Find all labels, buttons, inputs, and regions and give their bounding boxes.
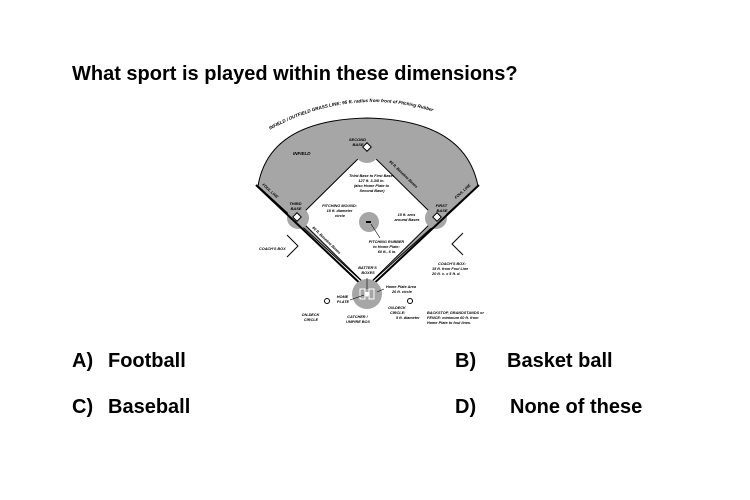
label-third-base: THIRD BASE [289,201,302,211]
on-deck-circle-left [324,298,330,304]
leader-home-area [376,288,385,293]
option-b[interactable]: B) Basket ball [455,350,613,373]
first-base-bag [432,212,442,222]
leader-rubber [370,223,381,239]
label-home-plate-area: Home Plate Area 26 ft. circle [386,285,417,294]
label-batters-boxes: BATTER'S BOXES [358,266,378,275]
option-c[interactable]: C) Baseball [72,396,190,419]
third-base-bag [292,212,302,222]
label-pitching-rubber: PITCHING RUBBER to Home Plate: 60 ft., 6… [369,240,406,254]
option-b-letter: B) [455,350,477,372]
option-d-letter: D) [455,396,477,418]
label-base-arcs: 15 ft. arcs around Bases [394,213,419,222]
label-coaches-box-left: COACH'S BOX [259,247,286,251]
label-on-deck-right: ON-DECK CIRCLE: 5 ft. diameter [388,306,420,320]
label-on-deck-left: ON-DECK CIRCLE [302,313,321,322]
option-c-text: Baseball [108,396,191,418]
label-third-to-first: Third Base to First Base: 127 ft. 3-3/8 … [349,174,395,193]
label-home-plate: HOME PLATE [337,295,350,304]
home-plate [365,292,369,297]
pitching-rubber [366,221,371,223]
label-coaches-box-right: COACH'S BOX: 15 ft. from Foul Line 20 ft… [431,262,469,276]
question-title: What sport is played within these dimens… [72,63,518,85]
option-b-text: Basket ball [507,350,613,372]
foul-line-left [255,184,368,291]
label-infield: INFIELD [293,151,311,156]
option-d-text: None of these [510,396,643,418]
label-backstop: BACKSTOP, GRANDSTANDS or FENCE: minimum … [427,311,485,325]
label-pitching-mound: PITCHING MOUND: 18 ft. diameter circle [322,204,358,218]
label-first-base: FIRST BASE [436,203,449,213]
leader-home-plate [349,294,365,301]
option-c-letter: C) [72,396,94,418]
coaches-box-left [286,234,299,258]
coaches-box-right [451,232,464,256]
second-base-bag [362,142,372,152]
label-catcher-box: CATCHER / UMPIRE BOX [346,315,371,324]
baseball-field-diagram: INFIELD / OUTFIELD GRASS LINE: 95 ft. ra… [255,98,485,325]
option-d[interactable]: D) None of these [455,396,642,419]
option-a[interactable]: A) Football [72,350,186,373]
on-deck-circle-right [407,298,413,304]
foul-line-right [366,184,480,291]
label-second-base: SECOND BASE [349,137,367,147]
option-a-text: Football [108,350,186,372]
option-a-letter: A) [72,350,94,372]
